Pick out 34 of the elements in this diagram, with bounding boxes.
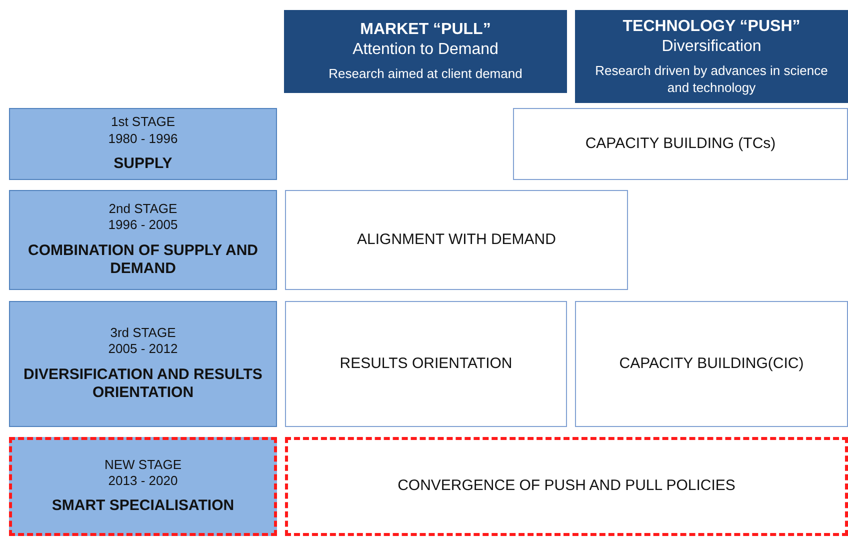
- stage-name: SMART SPECIALISATION: [52, 497, 234, 516]
- stage-number: 1st STAGE: [110, 114, 176, 131]
- column-description: Research driven by advances in science and technology: [594, 63, 829, 96]
- stage-box: [9, 108, 277, 180]
- column-subtitle: Attention to Demand: [352, 40, 498, 60]
- column-subtitle: Diversification: [662, 37, 762, 58]
- stage-box: [9, 437, 277, 536]
- column-header-box: [284, 10, 567, 93]
- policy-box: [513, 108, 848, 180]
- policy-text: ALIGNMENT WITH DEMAND: [357, 230, 556, 250]
- stage-years: 1980 - 1996: [108, 130, 178, 147]
- policy-box: [285, 437, 848, 536]
- policy-text: CONVERGENCE OF PUSH AND PULL POLICIES: [398, 477, 736, 496]
- stage-number: 2nd STAGE: [108, 201, 178, 218]
- policy-box: [575, 301, 848, 427]
- stage-name: COMBINATION OF SUPPLY AND DEMAND: [26, 242, 260, 279]
- stage-name: SUPPLY: [114, 154, 172, 174]
- stage-years: 2013 - 2020: [108, 473, 178, 490]
- column-header-box: [575, 10, 848, 103]
- stage-box: [9, 301, 277, 427]
- stage-name: DIVERSIFICATION AND RESULTS ORIENTATION: [22, 366, 264, 403]
- column-title: MARKET “PULL”: [360, 20, 491, 40]
- policy-text: CAPACITY BUILDING (TCs): [585, 134, 776, 154]
- policy-text: RESULTS ORIENTATION: [340, 354, 512, 374]
- stage-years: 2005 - 2012: [108, 341, 178, 358]
- policy-box: [285, 190, 628, 290]
- stage-years: 1996 - 2005: [108, 217, 178, 234]
- policy-text: CAPACITY BUILDING(CIC): [619, 354, 804, 374]
- column-description: Research aimed at client demand: [328, 66, 522, 83]
- stage-number: NEW STAGE: [104, 456, 182, 474]
- stage-box: [9, 190, 277, 290]
- column-title: TECHNOLOGY “PUSH”: [622, 17, 800, 38]
- policy-box: [285, 301, 567, 427]
- stage-number: 3rd STAGE: [110, 325, 176, 342]
